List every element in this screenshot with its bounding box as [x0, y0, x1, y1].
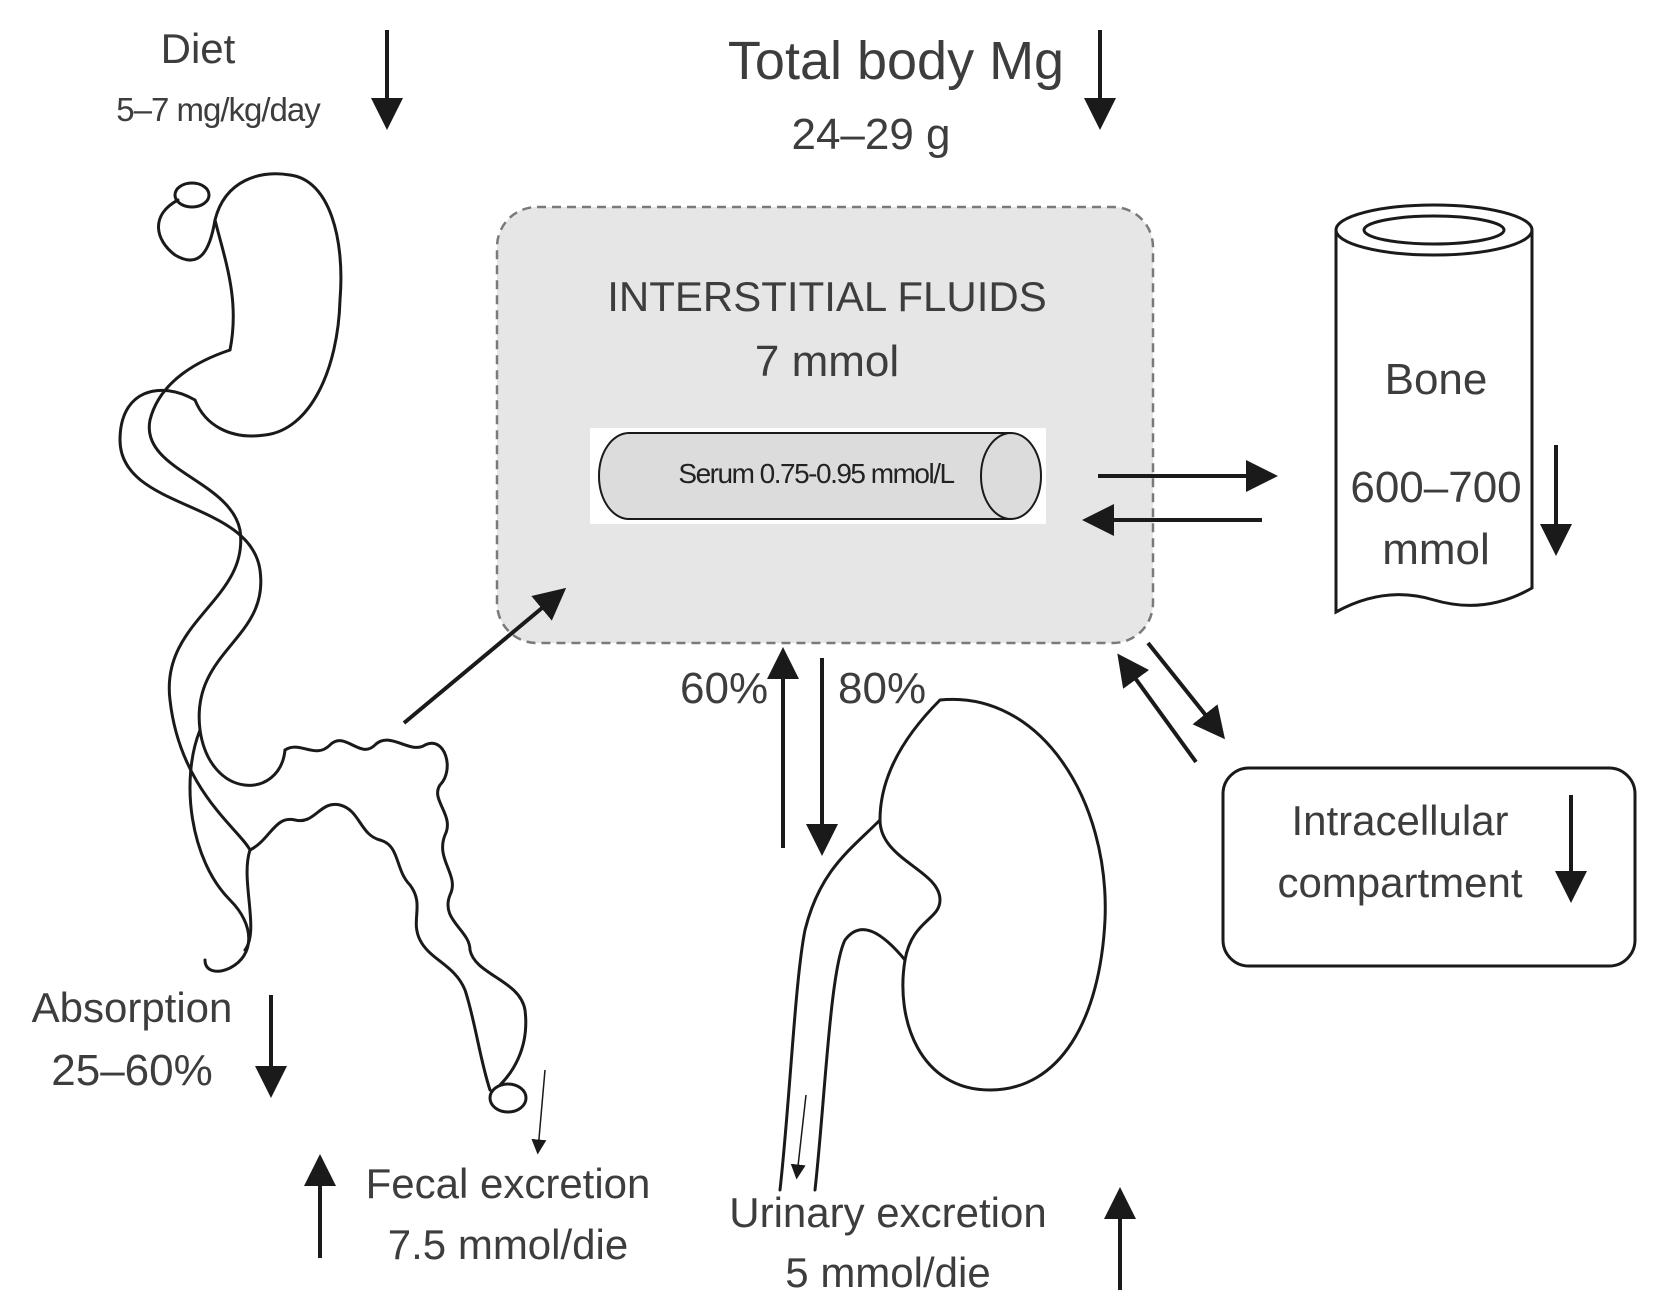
- absorption-title: Absorption: [31, 984, 233, 1031]
- total-body-title: Total body Mg: [727, 31, 1065, 91]
- urinary-title: Urinary excretion: [729, 1189, 1047, 1236]
- filtration-percent: 80%: [838, 664, 927, 713]
- intracellular-box: [1221, 766, 1637, 968]
- from-intracellular-arrow: [1117, 653, 1198, 764]
- serum-label: Serum 0.75-0.95 mmol/L: [678, 458, 955, 489]
- bone-title: Bone: [1384, 355, 1488, 404]
- total-body-amount: 24–29 g: [791, 110, 951, 159]
- bone-amount-line2: mmol: [1382, 525, 1490, 574]
- interstitial-amount: 7 mmol: [754, 337, 900, 386]
- intracellular-line1: Intracellular: [1291, 797, 1509, 844]
- serum-cylinder: [590, 428, 1046, 524]
- intracellular-line2: compartment: [1277, 859, 1523, 906]
- urinary-outflow-arrow: [790, 1094, 807, 1180]
- absorption-flow-arrow: [402, 587, 567, 725]
- fecal-title: Fecal excretion: [365, 1160, 651, 1207]
- kidney-shape: [778, 697, 1107, 1192]
- urinary-amount: 5 mmol/die: [785, 1249, 991, 1296]
- gastrointestinal-tract: [118, 172, 528, 1114]
- bone-shape: [1334, 203, 1534, 615]
- bone-amount-line1: 600–700: [1350, 463, 1522, 512]
- diet-title: Diet: [160, 25, 236, 72]
- diet-amount: 5–7 mg/kg/day: [116, 91, 320, 128]
- to-intracellular-arrow: [1146, 641, 1225, 740]
- interstitial-title: INTERSTITIAL FLUIDS: [607, 273, 1047, 320]
- fecal-amount: 7.5 mmol/die: [387, 1221, 629, 1268]
- reabsorption-percent: 60%: [680, 664, 769, 713]
- interstitial-fluids-box: [495, 205, 1155, 645]
- absorption-amount: 25–60%: [51, 1046, 213, 1095]
- flow-arrows: [255, 30, 1587, 1290]
- fecal-outflow-arrow: [531, 1069, 547, 1155]
